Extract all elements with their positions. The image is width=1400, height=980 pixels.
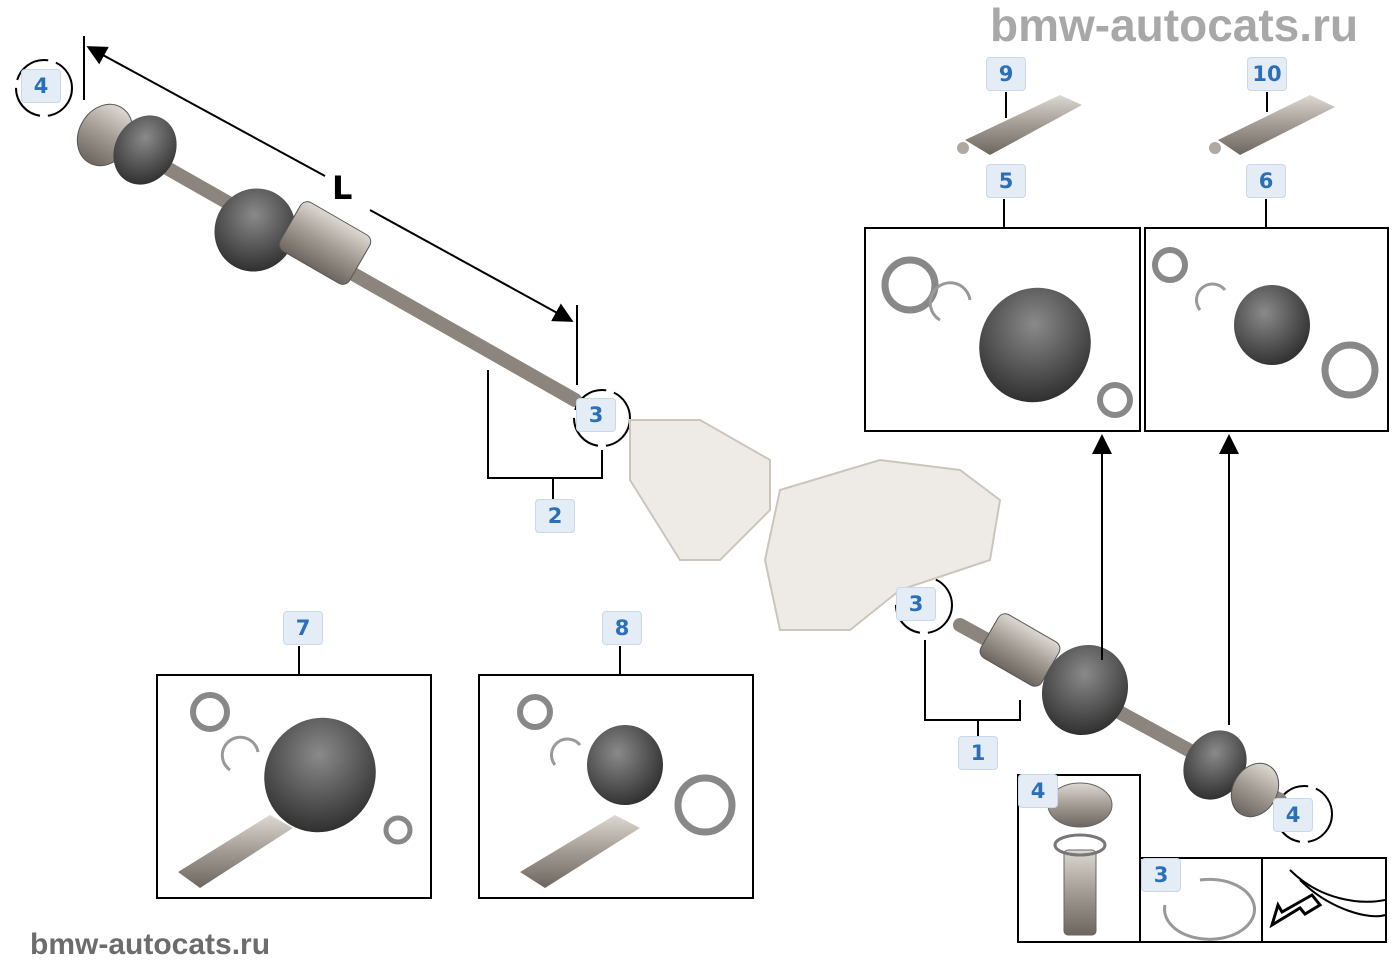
kit-8-contents — [517, 694, 736, 888]
leader-lines — [298, 92, 1268, 738]
left-drive-shaft — [76, 103, 582, 407]
right-drive-shaft — [953, 613, 1287, 818]
vehicle-front-icon — [1269, 869, 1386, 929]
bolt — [1047, 782, 1113, 936]
callout-8[interactable]: 8 — [602, 611, 642, 645]
watermark: bmw-autocats.ru — [30, 928, 271, 961]
grease-tube-10 — [1209, 95, 1335, 155]
callout-3[interactable]: 3 — [576, 398, 616, 432]
watermark: bmw-autocats.ru — [990, 0, 1359, 51]
callout-5[interactable]: 5 — [986, 164, 1026, 198]
callout-10[interactable]: 10 — [1247, 57, 1287, 91]
circlip — [1163, 877, 1256, 941]
callout-9[interactable]: 9 — [986, 57, 1026, 91]
callout-4[interactable]: 4 — [21, 69, 61, 103]
kit-5-contents — [881, 256, 1133, 418]
callout-4[interactable]: 4 — [1018, 774, 1058, 808]
dimension-length-label: L — [332, 169, 353, 207]
callout-3[interactable]: 3 — [1141, 858, 1181, 892]
callout-7[interactable]: 7 — [283, 611, 323, 645]
kit-6-contents — [1152, 247, 1379, 399]
callout-6[interactable]: 6 — [1246, 164, 1286, 198]
callout-1[interactable]: 1 — [958, 736, 998, 770]
kit-boxes — [156, 227, 1389, 943]
kit-7-contents — [178, 692, 413, 888]
dimension-l — [83, 36, 603, 500]
differential — [629, 419, 1002, 631]
callout-3[interactable]: 3 — [896, 587, 936, 621]
grease-tube-9 — [957, 95, 1082, 155]
callout-4[interactable]: 4 — [1273, 798, 1313, 832]
callout-2[interactable]: 2 — [535, 499, 575, 533]
